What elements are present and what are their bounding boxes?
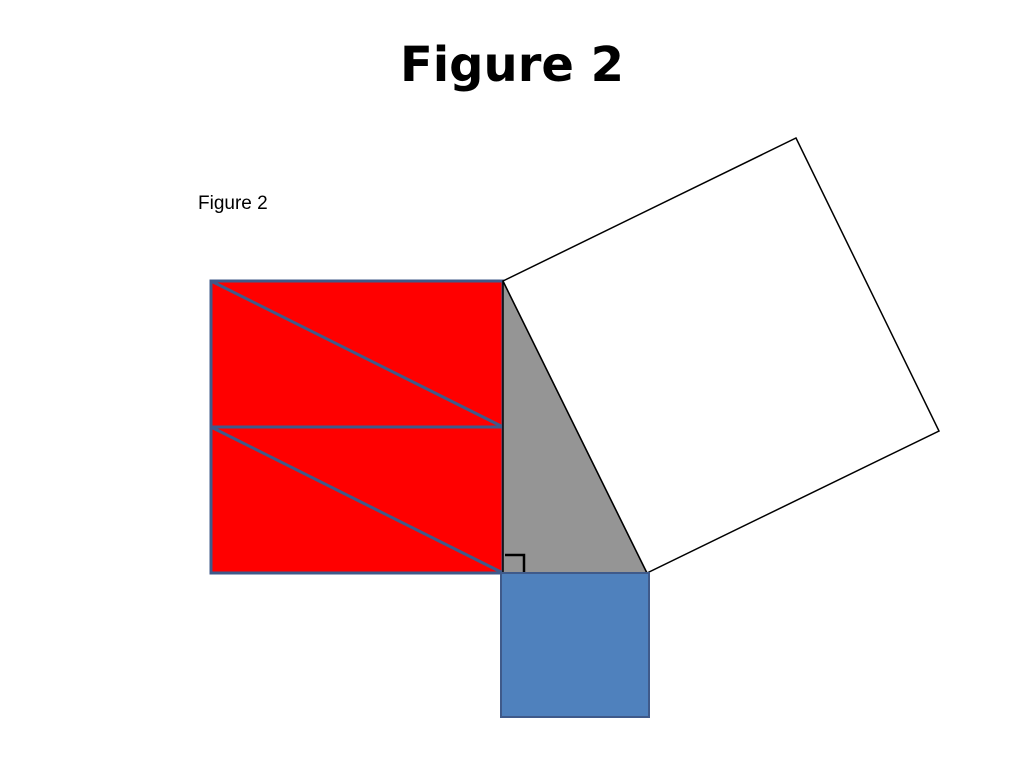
hypotenuse-square xyxy=(501,136,941,575)
right-angle-marker xyxy=(505,553,526,572)
red-upper-diagonal xyxy=(210,279,504,429)
blue-square xyxy=(500,572,650,718)
figure-label: Figure 2 xyxy=(198,193,268,214)
slide-title: Figure 2 xyxy=(399,37,625,93)
red-lower-diagonal xyxy=(210,425,504,575)
